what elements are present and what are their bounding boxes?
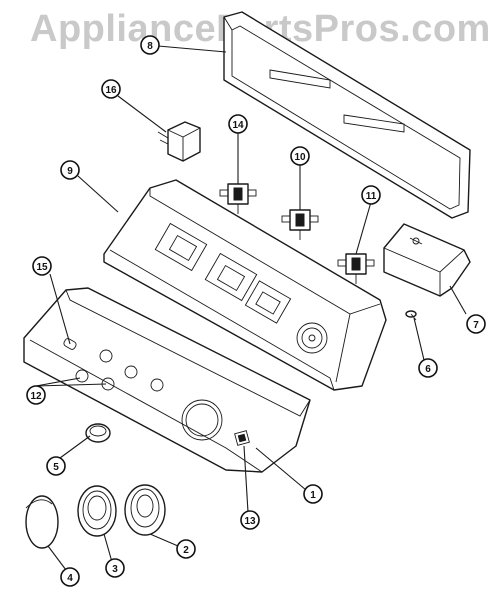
svg-text:1: 1 bbox=[310, 490, 316, 501]
svg-text:12: 12 bbox=[30, 391, 42, 402]
svg-text:2: 2 bbox=[183, 545, 189, 556]
svg-text:13: 13 bbox=[244, 516, 256, 527]
callout-4: 4 bbox=[60, 567, 80, 587]
part-5-knob bbox=[85, 423, 111, 443]
callout-12: 12 bbox=[26, 385, 46, 405]
callout-5: 5 bbox=[46, 456, 66, 476]
svg-text:7: 7 bbox=[473, 320, 479, 331]
svg-text:10: 10 bbox=[294, 152, 306, 163]
callout-14: 14 bbox=[228, 114, 248, 134]
callout-3: 3 bbox=[105, 558, 125, 578]
part-7-timer bbox=[383, 223, 471, 297]
part-9-console-housing bbox=[103, 179, 387, 391]
svg-text:11: 11 bbox=[366, 191, 377, 202]
callout-8: 8 bbox=[140, 35, 160, 55]
svg-text:9: 9 bbox=[67, 166, 73, 177]
callout-1: 1 bbox=[303, 484, 323, 504]
part-16-block bbox=[157, 121, 201, 162]
part-10-switch bbox=[281, 209, 319, 240]
part-1-control-panel bbox=[23, 287, 311, 473]
callout-16: 16 bbox=[101, 79, 121, 99]
svg-text:8: 8 bbox=[147, 41, 153, 52]
part-2-knob bbox=[124, 484, 166, 536]
svg-text:3: 3 bbox=[112, 564, 118, 575]
callout-7: 7 bbox=[466, 314, 486, 334]
callout-11: 11 bbox=[361, 185, 381, 205]
leader-lines bbox=[35, 45, 467, 571]
part-6-screw bbox=[405, 310, 417, 321]
callout-15: 15 bbox=[32, 256, 52, 276]
part-11-switch bbox=[337, 253, 375, 284]
part-8-rear-panel bbox=[223, 11, 471, 219]
svg-text:6: 6 bbox=[425, 364, 431, 375]
svg-text:14: 14 bbox=[232, 120, 244, 131]
callout-9: 9 bbox=[60, 160, 80, 180]
svg-text:15: 15 bbox=[36, 262, 48, 273]
part-4-lens bbox=[25, 495, 59, 549]
callout-6: 6 bbox=[418, 358, 438, 378]
svg-text:4: 4 bbox=[67, 573, 73, 584]
callout-2: 2 bbox=[176, 539, 196, 559]
svg-text:5: 5 bbox=[53, 462, 59, 473]
part-3-knob-bezel bbox=[77, 485, 117, 537]
svg-text:16: 16 bbox=[105, 85, 117, 96]
callout-10: 10 bbox=[290, 146, 310, 166]
callout-13: 13 bbox=[240, 510, 260, 530]
